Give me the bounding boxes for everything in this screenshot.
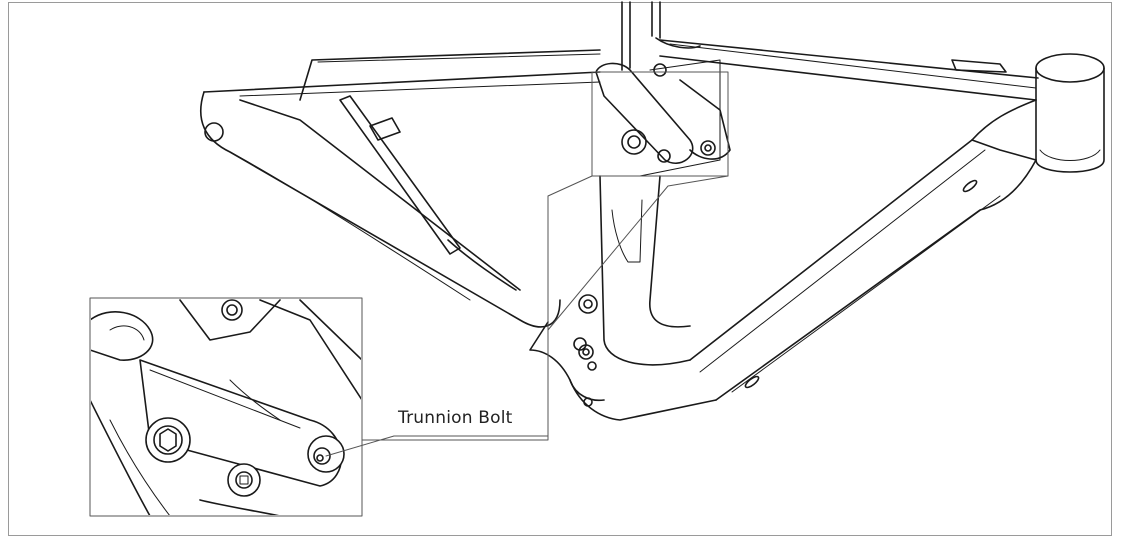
- inset-detail: [89, 297, 363, 517]
- rocker-link: [595, 59, 731, 177]
- rear-shock: [339, 95, 517, 291]
- rear-triangle: [199, 49, 601, 328]
- top-tube: [659, 39, 1039, 101]
- seat-tube: [578, 175, 691, 366]
- down-tube: [689, 139, 1037, 401]
- trunnion-bolt-label: Trunnion Bolt: [398, 408, 513, 428]
- head-tube: [971, 53, 1105, 173]
- leader-lines: [329, 175, 729, 457]
- bottom-bracket: [529, 321, 717, 421]
- callout-leader: [325, 435, 395, 457]
- detail-box: [591, 71, 729, 177]
